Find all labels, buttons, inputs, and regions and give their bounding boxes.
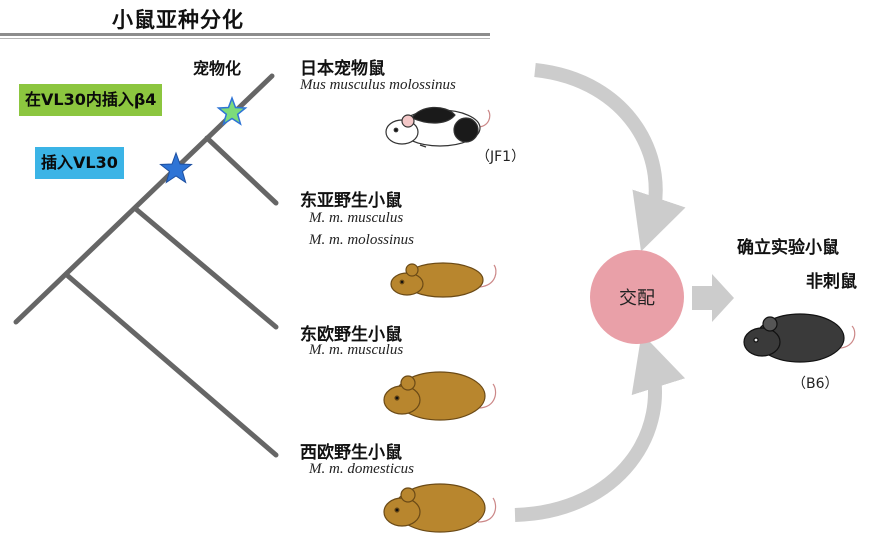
title-underline: [0, 33, 490, 36]
diagram-title: 小鼠亚种分化: [112, 8, 244, 32]
species-name-east-europe: 东欧野生小鼠: [300, 325, 402, 345]
species-sci-east-asia-1: M. m. musculus: [309, 210, 404, 226]
mouse-east-europe-icon: [383, 371, 497, 421]
branch-east-asia: [204, 135, 279, 206]
insertion-vl30-label: 插入VL30: [35, 147, 124, 179]
mouse-west-europe-icon: [383, 483, 497, 533]
green-star-icon: [216, 95, 248, 126]
mouse-jf1-icon: [385, 106, 491, 148]
domestication-label: 宠物化: [193, 59, 242, 78]
mouse-b6-icon: [743, 313, 856, 363]
arrow-bottom-curve: [514, 333, 686, 522]
species-name-japanese-pet: 日本宠物鼠: [300, 59, 385, 79]
arrow-top-curve: [534, 63, 686, 252]
title-underline-thin: [0, 38, 490, 39]
result-line2: 非刺鼠: [806, 272, 857, 292]
arrow-right-icon: [692, 274, 734, 322]
result-line1: 确立实验小鼠: [737, 238, 839, 258]
strain-jf1: （JF1）: [476, 149, 526, 165]
species-sci-west-europe: M. m. domesticus: [309, 461, 414, 477]
species-name-west-europe: 西欧野生小鼠: [300, 443, 402, 463]
species-sci-japanese-pet: Mus musculus molossinus: [300, 77, 456, 93]
cross-breeding-label: 交配: [619, 288, 655, 309]
insertion-vl30-beta4-label: 在VL30内插入β4: [19, 84, 163, 116]
blue-star-icon: [159, 151, 193, 184]
species-name-east-asia: 东亚野生小鼠: [300, 191, 402, 211]
mouse-east-asia-icon: [390, 262, 497, 298]
branch-west-europe: [65, 273, 279, 458]
phylogenetic-tree: [13, 73, 279, 458]
species-sci-east-europe: M. m. musculus: [309, 342, 404, 358]
branch-east-europe: [134, 207, 279, 330]
cross-breeding-circle: 交配: [590, 250, 684, 344]
strain-b6: （B6）: [792, 376, 839, 392]
species-sci-east-asia-2: M. m. molossinus: [309, 232, 415, 248]
